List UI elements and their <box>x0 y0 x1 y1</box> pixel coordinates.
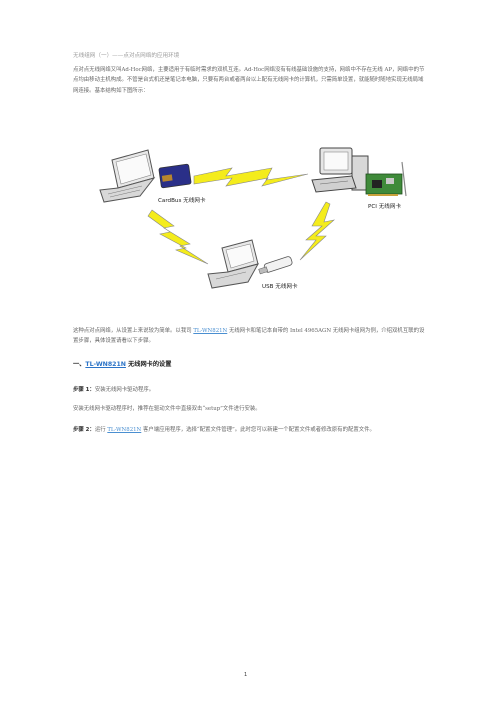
intro-paragraph: 点对点无线网络又叫Ad-Hoc网络，主要适用于有临时需求的双机互连。Ad-Hoc… <box>73 67 425 94</box>
desktop-computer-icon <box>311 147 369 193</box>
step-1-detail: 安装无线网卡驱动程序时，推荐在驱动文件中直接双击“setup”文件进行安装。 <box>73 406 261 412</box>
product-link[interactable]: TL-WN821N <box>193 328 228 334</box>
step-2-product-link[interactable]: TL-WN821N <box>107 427 142 433</box>
section-heading: 一、TL-WN821N 无线网卡的设置 <box>73 361 172 368</box>
step-1: 步骤 1：安装无线网卡驱动程序。 <box>73 387 155 393</box>
cardbus-label: CardBus 无线网卡 <box>158 198 206 204</box>
wireless-link-top-icon <box>193 167 309 187</box>
usb-label: USB 无线网卡 <box>262 284 298 290</box>
adhoc-network-diagram <box>99 147 407 289</box>
description-paragraph: 这种点对点网络，从设置上来说较为简单。以我司 TL-WN821N 无线网卡和笔记… <box>73 328 425 345</box>
step-2: 步骤 2：运行 TL-WN821N 客户端应用程序，选择“配置文件管理”。此时您… <box>73 427 375 433</box>
laptop-bottom-icon <box>207 239 260 289</box>
laptop-left-icon <box>99 149 156 203</box>
doc-title: 无线组网（一）——点对点网络的应用环境 <box>73 53 180 59</box>
cardbus-card-icon <box>158 163 192 189</box>
pci-label: PCI 无线网卡 <box>368 204 402 210</box>
section-product-link[interactable]: TL-WN821N <box>85 361 126 368</box>
usb-adapter-icon <box>258 256 293 275</box>
wireless-link-left-icon <box>147 209 209 265</box>
page-number: 1 <box>244 672 248 678</box>
pci-card-icon <box>365 161 407 197</box>
wireless-link-right-icon <box>299 201 336 261</box>
